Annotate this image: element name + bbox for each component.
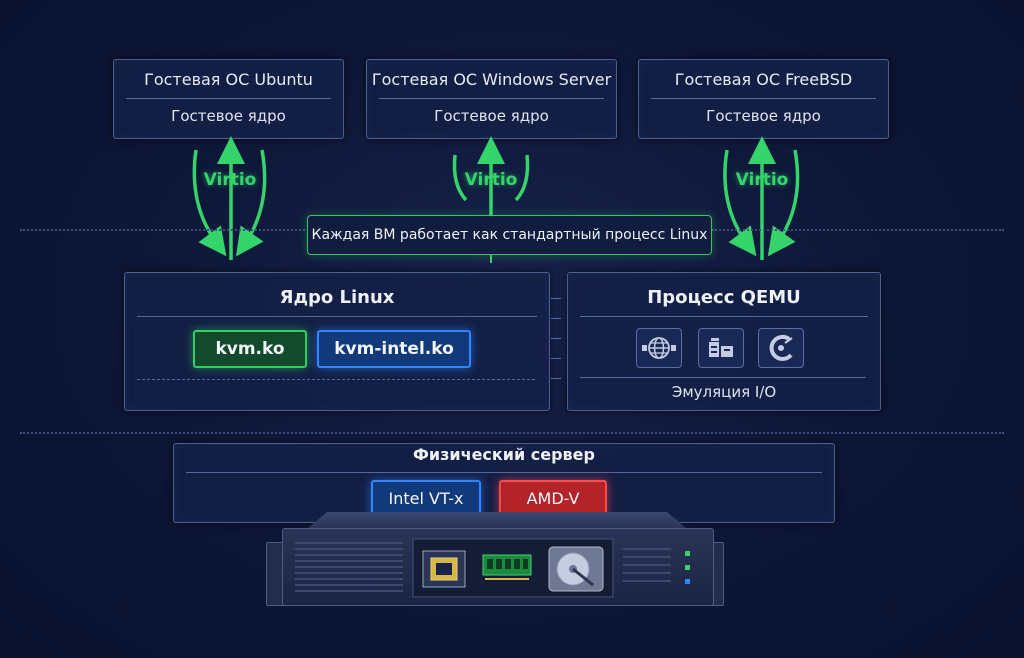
qemu-title: Процесс QEMU [647, 287, 801, 308]
guest-kernel-label: Гостевое ядро [706, 107, 821, 125]
hard-disk-icon [548, 546, 604, 592]
virtio-arrow-windows [452, 136, 530, 215]
physical-server-box: Физический сервер Intel VT-x AMD-V [173, 443, 835, 523]
divider [137, 379, 535, 380]
cpu-chip-icon [422, 550, 466, 588]
divider [580, 377, 866, 378]
io-emulation-label: Эмуляция I/O [671, 383, 777, 401]
linux-kernel-box: Ядро Linux kvm.ko kvm-intel.ko [124, 272, 550, 411]
virtio-label: Virtio [203, 170, 257, 190]
virtio-arrow-ubuntu [192, 136, 267, 260]
divider [126, 98, 331, 99]
connector-tick [551, 358, 561, 359]
ram-module-icon [482, 554, 532, 580]
guest-kernel-label: Гостевое ядро [434, 107, 549, 125]
connector-tick [551, 378, 561, 379]
virtio-label: Virtio [464, 170, 518, 190]
intel-vtx-chip: Intel VT-x [371, 480, 481, 518]
kvm-intel-module-chip: kvm-intel.ko [317, 330, 471, 368]
separator-line [20, 432, 1004, 434]
linux-kernel-title: Ядро Linux [279, 287, 395, 308]
guest-box-ubuntu: Гостевая ОС Ubuntu Гостевое ядро [113, 59, 344, 139]
guest-box-windows-server: Гостевая ОС Windows Server Гостевое ядро [366, 59, 617, 139]
virtio-arrow-freebsd [723, 136, 800, 260]
process-note: Каждая ВМ работает как стандартный проце… [307, 215, 712, 255]
kvm-module-chip: kvm.ko [193, 330, 307, 368]
guest-kernel-label: Гостевое ядро [171, 107, 286, 125]
storage-device-icon [698, 328, 744, 368]
physical-server-title: Физический сервер [413, 445, 595, 464]
guest-os-title: Гостевая ОС Ubuntu [144, 70, 313, 89]
connector-tick [551, 298, 561, 299]
virtio-label: Virtio [735, 170, 789, 190]
network-card-icon [636, 328, 682, 368]
divider [137, 316, 537, 317]
guest-os-title: Гостевая ОС FreeBSD [674, 70, 853, 89]
divider [186, 472, 822, 473]
divider [651, 98, 876, 99]
connector-tick [551, 318, 561, 319]
server-chassis [282, 528, 714, 606]
server-chassis-top [308, 512, 686, 528]
guest-os-title: Гостевая ОС Windows Server [371, 70, 612, 89]
separator-line [712, 229, 1004, 231]
divider [580, 316, 868, 317]
guest-box-freebsd: Гостевая ОС FreeBSD Гостевое ядро [638, 59, 889, 139]
connector-tick [551, 338, 561, 339]
qemu-process-box: Процесс QEMU [567, 272, 881, 411]
divider [379, 98, 604, 99]
separator-line [20, 229, 305, 231]
disk-drive-icon [758, 328, 804, 368]
